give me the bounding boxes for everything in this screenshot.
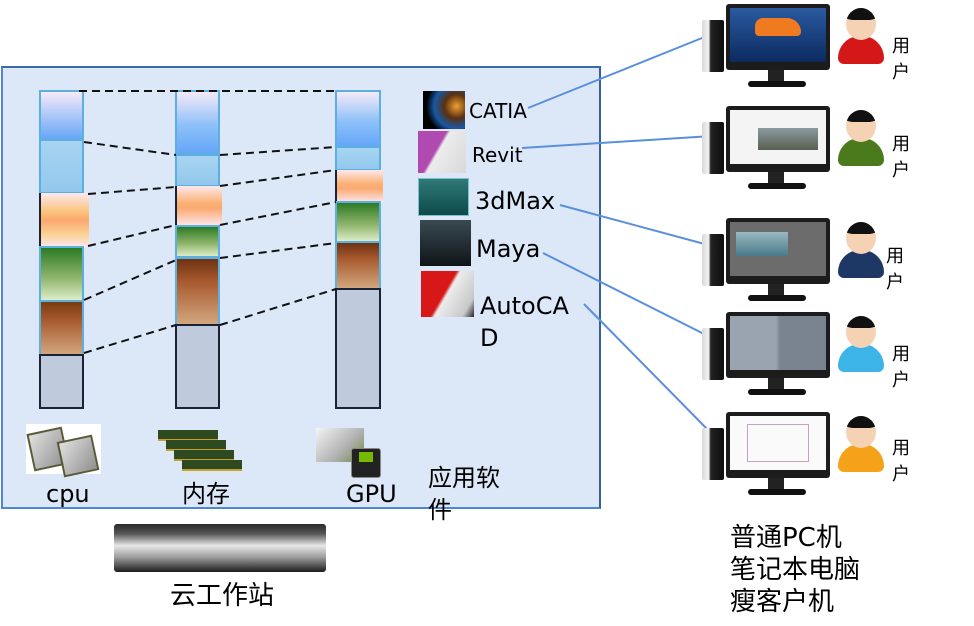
pc-tower-icon: [702, 20, 724, 72]
gpu-segment-free: [335, 288, 381, 409]
cpu-segment-1: [39, 90, 84, 141]
client-caption: 普通PC机 笔记本电脑 瘦客户机: [730, 522, 860, 618]
memory-module-icon: [158, 430, 258, 476]
pc-tower-icon: [702, 328, 724, 380]
user-body: [838, 138, 884, 166]
pc-tower-icon: [702, 234, 724, 286]
user-body: [838, 444, 884, 472]
maya-icon: [420, 220, 471, 266]
user-body: [838, 344, 884, 372]
client-caption-line: 瘦客户机: [730, 587, 835, 617]
cpu-chip-icon: [26, 424, 101, 478]
resource-label-gpu: GPU: [346, 480, 397, 508]
user-body: [838, 250, 884, 278]
autocad-icon: [421, 271, 474, 317]
user-label: 用户: [886, 246, 904, 293]
user-avatar-icon: [838, 312, 884, 372]
user-body: [838, 36, 884, 64]
cpu-segment-3: [39, 193, 89, 247]
gpu-segment-5: [335, 241, 381, 290]
app-label-autocad: AutoCAD: [480, 292, 569, 352]
memory-segment-3: [175, 186, 222, 226]
memory-segment-5: [175, 257, 220, 326]
revit-icon: [418, 131, 466, 173]
user-label: 用户: [892, 36, 910, 83]
user-label: 用户: [892, 344, 910, 391]
gpu-card-icon: [316, 428, 392, 478]
client-caption-line: 笔记本电脑: [730, 555, 861, 585]
app-label-maya: Maya: [476, 235, 541, 263]
memory-segment-1: [175, 90, 220, 155]
app-label-revit: Revit: [472, 143, 523, 167]
gpu-segment-1: [335, 90, 381, 148]
client-station-3: 用户: [702, 218, 904, 308]
gpu-segment-3: [335, 170, 383, 203]
app-client-link-autocad: [583, 303, 713, 435]
user-avatar-icon: [838, 4, 884, 64]
client-station-1: 用户: [702, 4, 910, 94]
software-caption: 应用软件: [428, 464, 500, 524]
user-label: 用户: [892, 438, 910, 485]
app-label-catia: CATIA: [469, 99, 527, 123]
client-caption-line: 普通PC机: [730, 523, 842, 553]
gpu-segment-4: [335, 201, 381, 243]
gpu-segment-2: [335, 146, 381, 171]
client-station-4: 用户: [702, 312, 910, 402]
user-avatar-icon: [838, 106, 884, 166]
monitor-icon: [726, 412, 830, 478]
workstation-caption: 云工作站: [170, 581, 275, 611]
pc-tower-icon: [702, 428, 724, 480]
user-avatar-icon: [838, 412, 884, 472]
cpu-segment-5: [39, 300, 84, 356]
catia-icon: [423, 91, 465, 129]
monitor-icon: [726, 4, 830, 70]
resource-label-cpu: cpu: [46, 480, 90, 508]
cpu-segment-2: [39, 139, 84, 194]
pc-tower-icon: [702, 122, 724, 174]
app-label-3dmax: 3dMax: [475, 187, 556, 215]
memory-segment-4: [175, 225, 220, 258]
3dsmax-icon: [418, 178, 469, 216]
resource-label-memory: 内存: [182, 480, 230, 508]
cloud-server-icon: [114, 524, 326, 572]
monitor-icon: [726, 218, 830, 284]
client-station-5: 用户: [702, 412, 910, 502]
memory-segment-free: [175, 324, 220, 409]
memory-segment-2: [175, 154, 220, 187]
user-avatar-icon: [838, 218, 884, 278]
user-label: 用户: [892, 134, 910, 181]
monitor-icon: [726, 106, 830, 172]
client-station-2: 用户: [702, 106, 910, 196]
cpu-segment-4: [39, 246, 84, 302]
cpu-segment-free: [39, 354, 84, 409]
monitor-icon: [726, 312, 830, 378]
